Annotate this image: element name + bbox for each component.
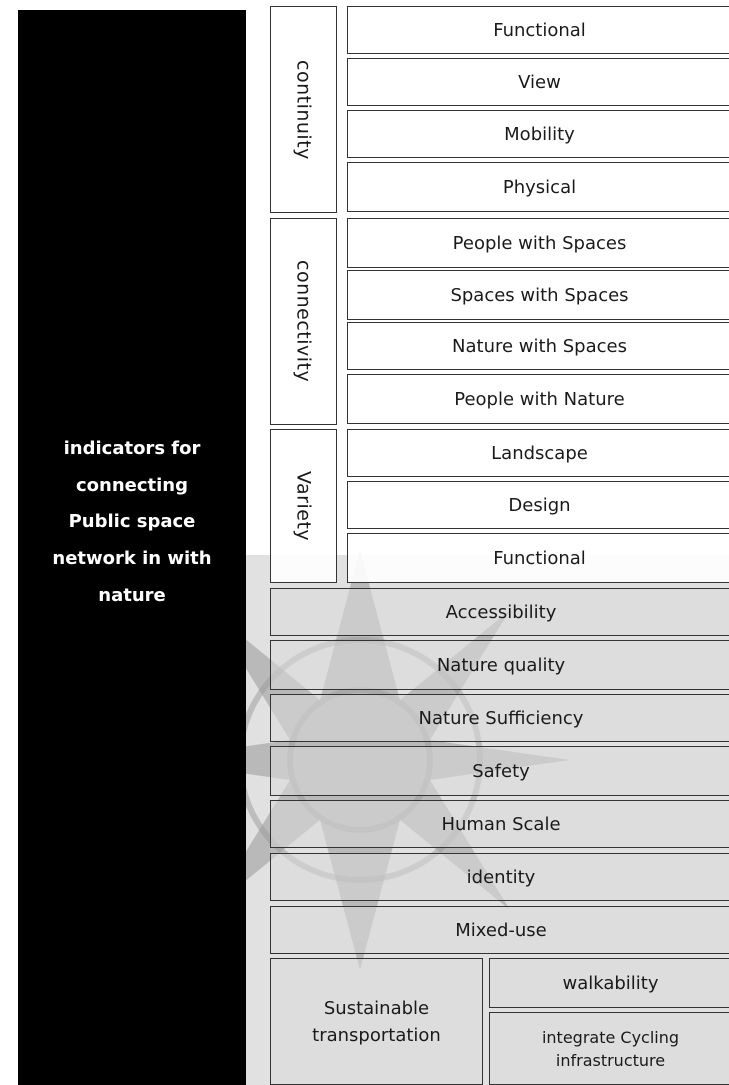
indicator-box-wide: Human Scale xyxy=(270,800,729,848)
indicator-label: Spaces with Spaces xyxy=(450,284,629,306)
indicator-label: Safety xyxy=(472,760,530,782)
diagram-title: indicators for connecting Public space n… xyxy=(18,431,246,615)
indicator-label: identity xyxy=(466,866,536,888)
indicator-label: Mobility xyxy=(504,123,575,145)
indicator-label: Human Scale xyxy=(441,813,561,835)
group-label-continuity: continuity xyxy=(270,6,337,213)
group-label-text: continuity xyxy=(292,59,315,160)
indicator-label: Functional xyxy=(493,547,586,569)
indicator-box-wide: Mixed-use xyxy=(270,906,729,954)
indicator-label: Accessibility xyxy=(445,601,557,623)
group-label-connectivity: connectivity xyxy=(270,218,337,425)
group-label-line: Sustainable xyxy=(323,997,430,1019)
indicator-box: Physical xyxy=(347,162,729,212)
title-line: indicators for xyxy=(63,438,201,459)
indicator-box: Design xyxy=(347,481,729,529)
indicator-label: Landscape xyxy=(491,442,588,464)
title-line: network in with xyxy=(52,548,212,570)
indicator-box: integrate Cycling infrastructure xyxy=(489,1012,729,1085)
indicator-box-wide: Safety xyxy=(270,746,729,796)
indicator-label: Nature quality xyxy=(436,654,566,676)
title-line: connecting xyxy=(75,474,189,496)
title-panel: indicators for connecting Public space n… xyxy=(18,10,246,1085)
group-label-transport: Sustainable transportation xyxy=(270,958,483,1085)
group-label-text: Variety xyxy=(292,470,315,542)
indicator-box-wide: identity xyxy=(270,853,729,901)
indicator-box-wide: Accessibility xyxy=(270,588,729,636)
title-line: nature xyxy=(98,584,166,606)
indicator-label: View xyxy=(518,71,561,93)
indicator-label: People with Nature xyxy=(454,388,625,410)
indicator-box-wide: Nature quality xyxy=(270,640,729,690)
group-label-variety: Variety xyxy=(270,429,337,583)
indicator-label: Nature with Spaces xyxy=(452,335,627,357)
indicator-label: Mixed-use xyxy=(455,919,547,941)
indicator-box: People with Spaces xyxy=(347,218,729,268)
indicator-box: walkability xyxy=(489,958,729,1008)
indicator-box: Nature with Spaces xyxy=(347,322,729,370)
indicator-label: Nature Sufficiency xyxy=(418,707,584,729)
indicator-label: walkability xyxy=(562,972,659,994)
indicator-label: Functional xyxy=(493,19,586,41)
title-line: Public space xyxy=(68,511,196,533)
indicator-box: Functional xyxy=(347,533,729,583)
indicator-box: People with Nature xyxy=(347,374,729,424)
group-label-line: transportation xyxy=(312,1024,441,1046)
indicator-box: Landscape xyxy=(347,429,729,477)
indicator-box: View xyxy=(347,58,729,106)
group-label-text: connectivity xyxy=(292,260,315,383)
indicator-label: integrate Cycling infrastructure xyxy=(541,1027,680,1070)
indicator-box: Functional xyxy=(347,6,729,54)
indicator-box: Spaces with Spaces xyxy=(347,270,729,320)
indicator-label: Design xyxy=(508,494,571,516)
indicator-label: Physical xyxy=(502,176,577,198)
indicator-box-wide: Nature Sufficiency xyxy=(270,694,729,742)
indicator-label: People with Spaces xyxy=(452,232,627,254)
indicator-box: Mobility xyxy=(347,110,729,158)
